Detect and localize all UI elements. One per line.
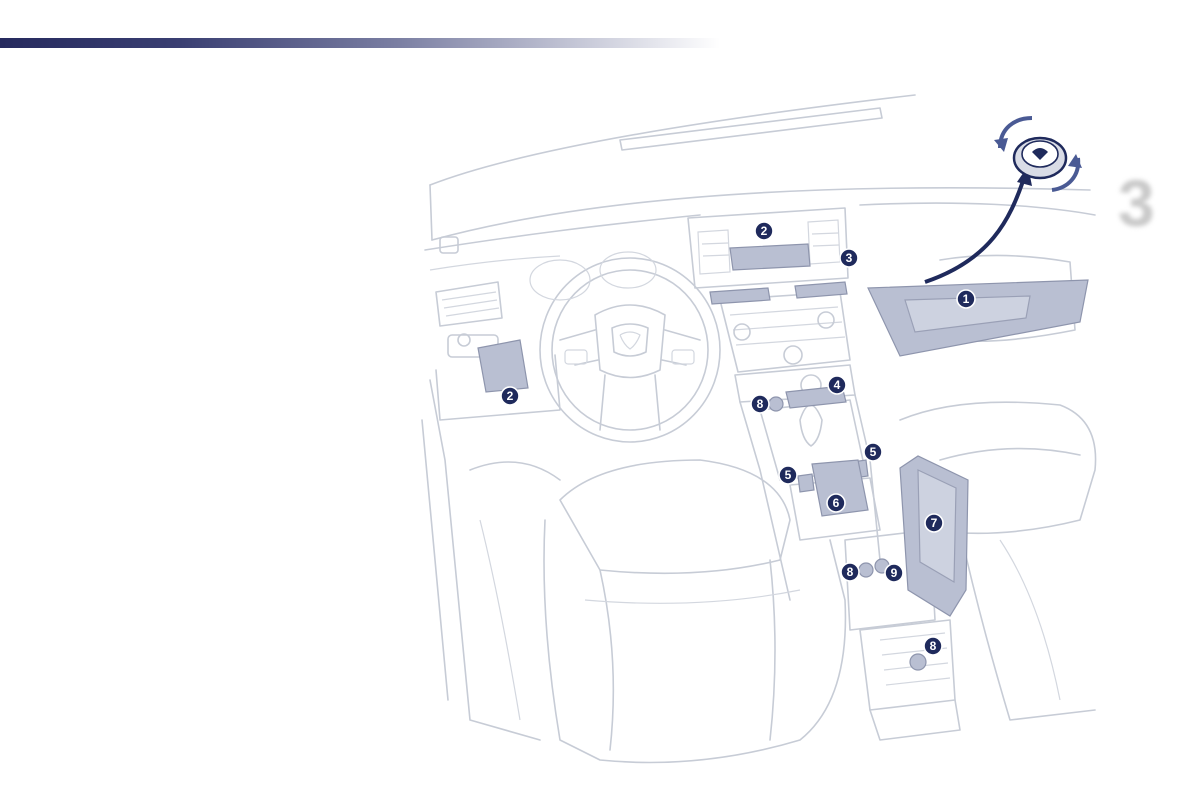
storage-highlights bbox=[478, 244, 1088, 670]
svg-text:1: 1 bbox=[963, 292, 970, 306]
dashboard-storage-right bbox=[795, 282, 847, 298]
callout-badge: 2 bbox=[755, 222, 773, 240]
lower-dash-compartment bbox=[478, 340, 528, 392]
callout-badge: 5 bbox=[779, 466, 797, 484]
svg-text:5: 5 bbox=[785, 468, 792, 482]
svg-text:2: 2 bbox=[761, 224, 768, 238]
dashboard-storage-left bbox=[710, 288, 770, 304]
svg-text:5: 5 bbox=[870, 445, 877, 459]
callout-badge: 5 bbox=[864, 443, 882, 461]
steering-wheel bbox=[530, 252, 720, 442]
callout-badge: 4 bbox=[828, 376, 846, 394]
callout-badge: 8 bbox=[924, 637, 942, 655]
callout-badge: 6 bbox=[827, 494, 845, 512]
callout-badge: 3 bbox=[840, 249, 858, 267]
dashboard-outline bbox=[425, 95, 1095, 270]
callout-badge: 7 bbox=[925, 514, 943, 532]
svg-text:2: 2 bbox=[507, 389, 514, 403]
dashboard-storage-top bbox=[730, 244, 810, 270]
svg-text:8: 8 bbox=[847, 565, 854, 579]
callout-badge: 2 bbox=[501, 387, 519, 405]
svg-text:9: 9 bbox=[891, 566, 898, 580]
svg-text:3: 3 bbox=[846, 251, 853, 265]
svg-text:8: 8 bbox=[930, 639, 937, 653]
console-cubby-left bbox=[798, 474, 814, 492]
callout-badge: 8 bbox=[841, 563, 859, 581]
svg-text:7: 7 bbox=[931, 516, 938, 530]
callout-badge: 8 bbox=[751, 395, 769, 413]
callout-badge: 9 bbox=[885, 564, 903, 582]
svg-text:6: 6 bbox=[833, 496, 840, 510]
rotating-cap-icon bbox=[925, 118, 1082, 282]
svg-text:8: 8 bbox=[757, 397, 764, 411]
callout-badge: 1 bbox=[957, 290, 975, 308]
svg-text:4: 4 bbox=[834, 378, 841, 392]
